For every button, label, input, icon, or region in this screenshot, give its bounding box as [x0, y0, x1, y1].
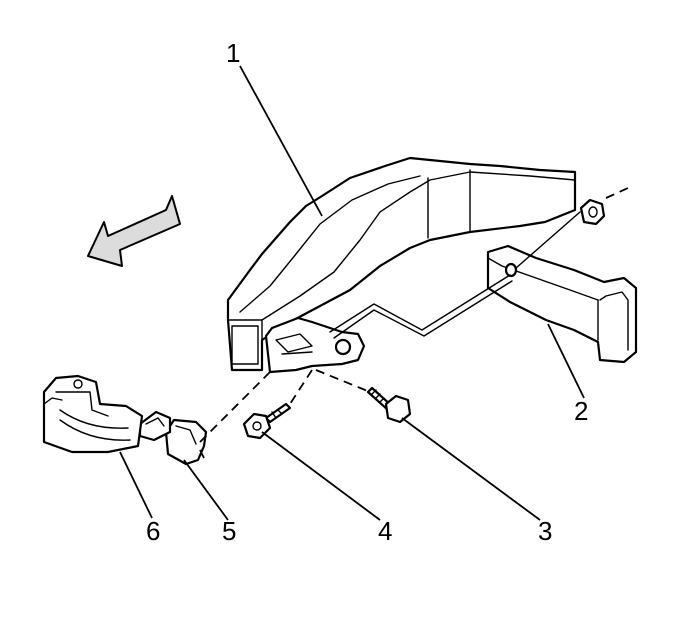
bolt-3 [366, 386, 412, 424]
sensor [138, 410, 208, 466]
callout-4: 4 [378, 516, 393, 546]
callout-2: 2 [574, 396, 589, 426]
connector [42, 374, 144, 454]
front-arrow-icon [87, 195, 181, 267]
callout-leaders [119, 65, 585, 521]
linkage-rod [329, 187, 629, 339]
frame-rail [226, 156, 577, 372]
bolt-4 [242, 402, 292, 440]
callout-5: 5 [222, 516, 237, 546]
callout-3: 3 [538, 516, 553, 546]
callout-1: 1 [226, 38, 241, 68]
callout-6: 6 [146, 516, 161, 546]
mounting-bracket [264, 316, 366, 374]
sensor-bracket [486, 244, 638, 364]
nut [579, 198, 606, 226]
assembly-lines [199, 369, 371, 463]
